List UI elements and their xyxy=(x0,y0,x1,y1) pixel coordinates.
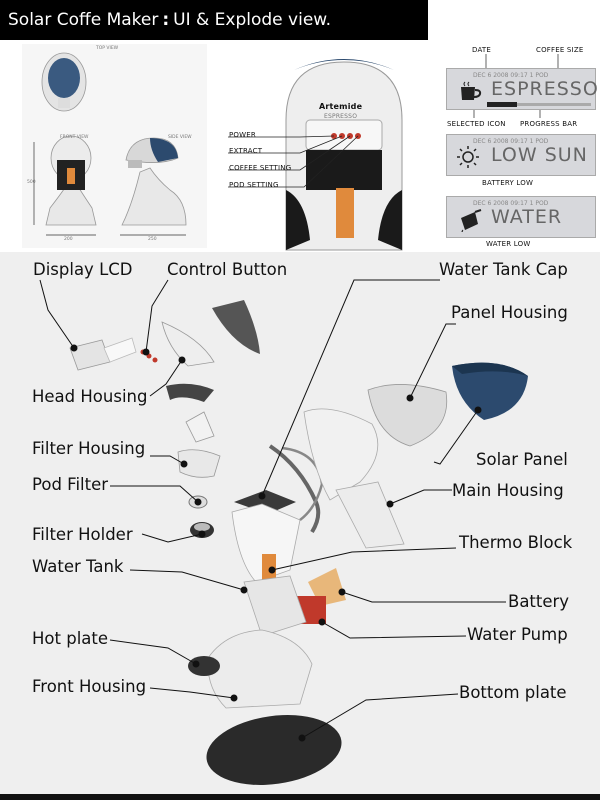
explode-leader-dots xyxy=(70,344,482,742)
lcd-battery-low-label: BATTERY LOW xyxy=(482,179,534,187)
lcd-date-label: DATE xyxy=(472,46,492,54)
lcd-word: ESPRESSO xyxy=(491,78,599,100)
gasket-part xyxy=(166,383,214,402)
side-view-drawing xyxy=(120,137,187,236)
title-left: Solar Coffe Maker xyxy=(8,10,159,30)
bottom-plate-part xyxy=(206,715,342,785)
dim-front-width: 200 xyxy=(64,237,73,242)
label-pod-filter: Pod Filter xyxy=(32,475,109,494)
front-detail-drawing xyxy=(285,59,403,251)
side-view-label: SIDE VIEW xyxy=(168,135,192,140)
dim-height: 500 xyxy=(27,180,36,185)
lcd-progress-bar xyxy=(487,102,591,107)
lcd-word: WATER xyxy=(491,206,563,228)
panel-housing-part xyxy=(367,384,448,447)
exploded-view-drawing xyxy=(39,279,528,785)
lcd-meta: DEC 6 2008 09:17 1 POD xyxy=(473,200,549,207)
hot-plate-part xyxy=(188,656,220,676)
lcd-meta: DEC 6 2008 09:17 1 POD xyxy=(473,138,549,145)
front-view-label: FRONT VIEW xyxy=(60,135,89,140)
label-filter-holder: Filter Holder xyxy=(32,525,133,544)
water-tank-base xyxy=(243,575,307,637)
label-bottom-plate: Bottom plate xyxy=(459,683,567,702)
callout-power: POWER xyxy=(229,131,256,139)
callout-pod-setting: POD SETTING xyxy=(229,181,279,189)
title-bar: Solar Coffe Maker:UI & Explode view. xyxy=(0,0,428,40)
water-jug-icon xyxy=(461,209,482,232)
callout-coffee-setting: COFFEE SETTING xyxy=(229,164,292,172)
dim-side-width: 250 xyxy=(148,237,157,242)
sun-icon xyxy=(457,146,479,168)
filter-housing-part xyxy=(177,411,221,478)
lcd-meta: DEC 6 2008 09:17 1 POD xyxy=(473,72,549,79)
lcd-water-low-label: WATER LOW xyxy=(486,240,531,248)
lcd-screen-espresso: DEC 6 2008 09:17 1 POD ESPRESSO xyxy=(446,68,599,110)
explode-leader-lines xyxy=(39,279,506,739)
water-tank-cap-part xyxy=(212,300,260,354)
water-tank-cap-top xyxy=(234,490,296,514)
main-housing-part xyxy=(303,408,405,549)
coffee-cup-icon xyxy=(461,81,482,100)
label-panel-housing: Panel Housing xyxy=(451,303,568,322)
label-thermo-block: Thermo Block xyxy=(459,533,573,552)
top-view-drawing xyxy=(41,52,87,112)
top-view-label: TOP VIEW xyxy=(96,46,119,51)
callout-extract: EXTRACT xyxy=(229,147,263,155)
label-solar-panel: Solar Panel xyxy=(476,450,568,469)
label-display-lcd: Display LCD xyxy=(33,260,133,279)
title-right: UI & Explode view. xyxy=(173,10,332,30)
label-head-housing: Head Housing xyxy=(32,387,148,406)
label-control-button: Control Button xyxy=(167,260,288,279)
lcd-selected-icon-label: SELECTED ICON xyxy=(447,120,506,128)
thermo-block-part xyxy=(262,554,276,580)
ui-overview-section: TOP VIEW FRONT VIEW SIDE VIEW 500 200 25… xyxy=(0,40,600,252)
ui-overview-drawing xyxy=(22,44,559,251)
brand-logo: Artemide xyxy=(319,102,363,111)
front-view-drawing xyxy=(33,135,97,236)
title-colon: : xyxy=(162,10,170,30)
front-housing-part xyxy=(207,629,313,709)
mini-display-text: ESPRESSO xyxy=(324,113,358,120)
lcd-word: LOW SUN xyxy=(491,144,588,166)
lcd-progress-bar-label: PROGRESS BAR xyxy=(520,120,578,128)
solar-panel-part xyxy=(452,362,528,420)
lcd-screen-low-sun: DEC 6 2008 09:17 1 POD LOW SUN xyxy=(446,134,596,176)
page-title: Solar Coffe Maker:UI & Explode view. xyxy=(0,10,331,30)
exploded-view-section: Display LCD Control Button Water Tank Ca… xyxy=(0,252,600,800)
label-water-pump: Water Pump xyxy=(467,625,568,644)
display-lcd-part xyxy=(69,337,137,371)
label-main-housing: Main Housing xyxy=(452,481,564,500)
label-filter-housing: Filter Housing xyxy=(32,439,146,458)
water-tank-part xyxy=(231,503,301,583)
label-water-tank-cap: Water Tank Cap xyxy=(439,260,568,279)
label-front-housing: Front Housing xyxy=(32,677,147,696)
label-hot-plate: Hot plate xyxy=(32,629,109,648)
front-callout-lines xyxy=(228,135,359,188)
head-housing-part xyxy=(161,321,215,367)
filter-holder-part xyxy=(190,522,214,538)
label-battery: Battery xyxy=(508,592,570,611)
lcd-coffee-size-label: COFFEE SIZE xyxy=(536,46,584,54)
lcd-screen-water: DEC 6 2008 09:17 1 POD WATER xyxy=(446,196,596,238)
label-water-tank: Water Tank xyxy=(32,557,124,576)
bottom-border xyxy=(0,794,600,800)
